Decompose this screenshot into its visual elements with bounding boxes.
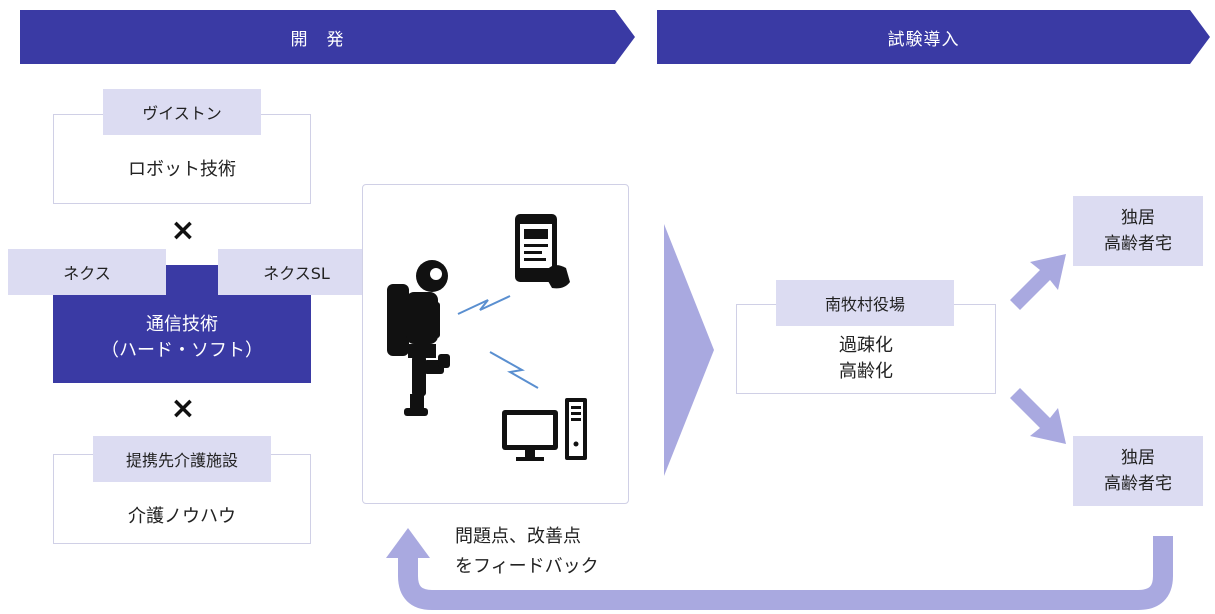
illustration [387, 214, 587, 461]
transition-arrow [664, 224, 714, 476]
trial-banner [657, 10, 1210, 64]
village-label: 過疎化 高齢化 [736, 330, 996, 388]
partner-tag: 提携先介護施設 [93, 436, 271, 482]
dev-banner-label: 開 発 [290, 29, 345, 50]
village-line2: 高齢化 [839, 361, 893, 382]
robot-icon [387, 260, 450, 416]
home1-line2: 高齢者宅 [1104, 234, 1172, 254]
signal-icon [489, 351, 539, 389]
elderly-home-1: 独居 高齢者宅 [1073, 196, 1203, 266]
vstone-tag: ヴイストン [103, 89, 261, 135]
nexus-tag: ネクス [8, 249, 166, 295]
comm-tech-line1: 通信技術 [146, 314, 218, 335]
feedback-line1: 問題点、改善点 [455, 526, 581, 547]
feedback-label: 問題点、改善点 をフィードバック [455, 522, 655, 582]
robot-tech-label: ロボット技術 [128, 159, 236, 180]
signal-icon [457, 295, 511, 315]
care-knowhow-label: 介護ノウハウ [128, 506, 236, 527]
feedback-arrow [386, 528, 1173, 610]
home1-line1: 独居 [1121, 208, 1155, 228]
trial-banner-label: 試験導入 [887, 29, 960, 50]
comm-tech-label: 通信技術 （ハード・ソフト） [53, 300, 311, 376]
comm-tech-line2: （ハード・ソフト） [101, 340, 263, 361]
arrow-down-right [1010, 388, 1066, 444]
header-banners [20, 10, 1210, 64]
home2-line2: 高齢者宅 [1104, 474, 1172, 494]
arrow-up-right [1010, 254, 1066, 310]
nexus-sl-tag: ネクスSL [218, 249, 375, 295]
village-line1: 過疎化 [839, 335, 893, 356]
feedback-line2: をフィードバック [455, 556, 599, 577]
computer-icon [502, 398, 587, 461]
home2-line1: 独居 [1121, 448, 1155, 468]
elderly-home-2: 独居 高齢者宅 [1073, 436, 1203, 506]
dev-banner [20, 10, 635, 64]
cross-sign-2: × [170, 390, 196, 426]
cross-sign-1: × [170, 212, 196, 248]
village-tag: 南牧村役場 [776, 280, 954, 326]
diagonal-arrows [1010, 254, 1066, 444]
smartphone-icon [515, 214, 570, 289]
